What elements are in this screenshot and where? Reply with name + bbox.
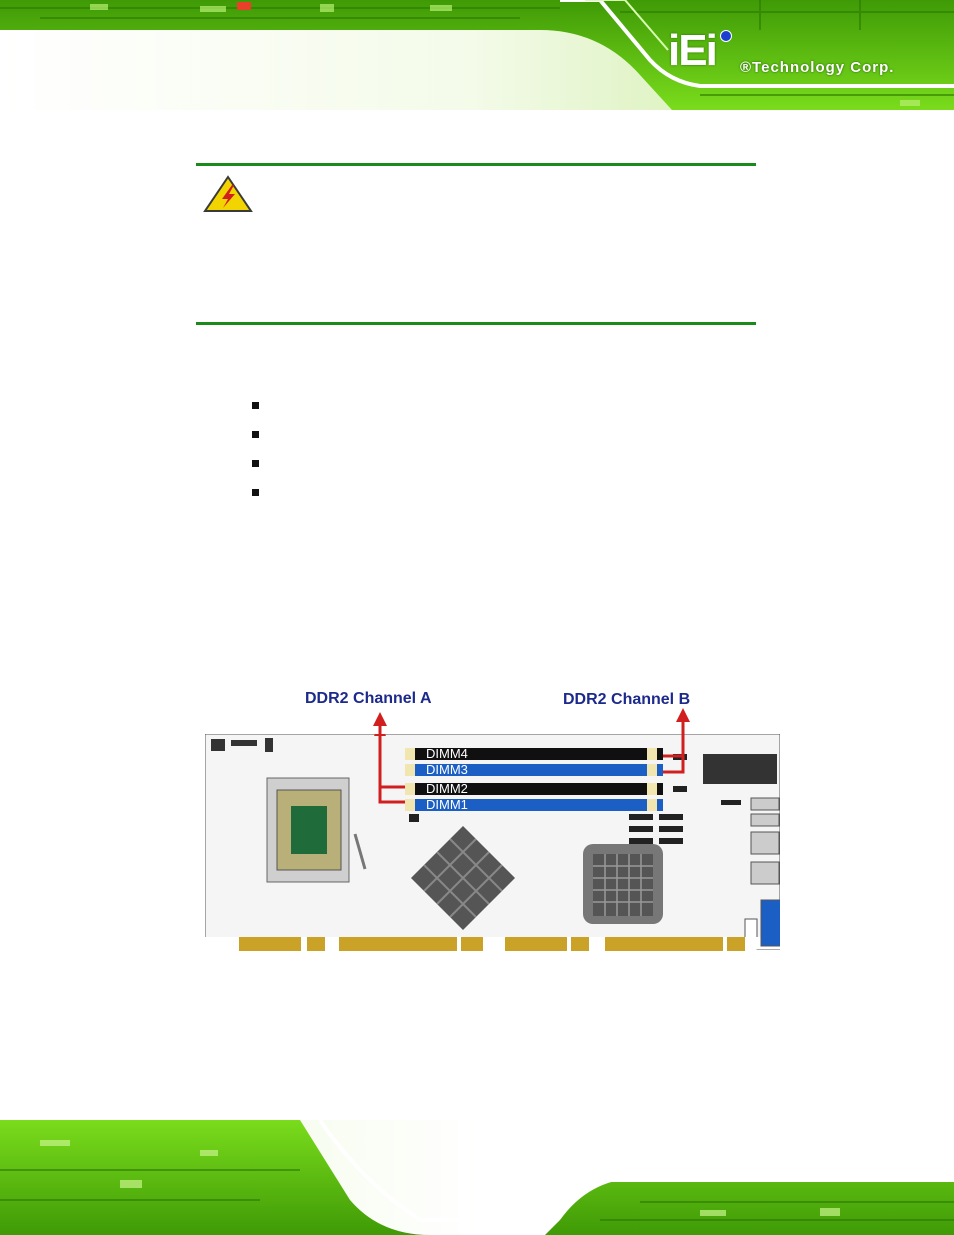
northbridge-heatsink bbox=[411, 826, 515, 930]
motherboard-diagram: DIMM4 DIMM3 DIMM2 DIMM1 bbox=[205, 734, 780, 951]
dimm3-slot bbox=[405, 764, 663, 776]
logo-text: ®Technology Corp. bbox=[740, 59, 895, 76]
square-bullet-icon bbox=[252, 402, 259, 409]
channel-arrows bbox=[378, 734, 685, 804]
company-logo: iEi ®Technology Corp. bbox=[668, 26, 928, 86]
channel-b-label: DDR2 Channel B bbox=[563, 691, 691, 708]
dimm-location-figure: DDR2 Channel A DDR2 Channel B bbox=[196, 680, 796, 965]
footer-banner bbox=[0, 1120, 954, 1235]
dimm-slots: DIMM4 DIMM3 DIMM2 DIMM1 bbox=[405, 746, 663, 812]
edge-connector bbox=[239, 937, 745, 951]
cpu-socket bbox=[266, 777, 367, 883]
square-bullet-icon bbox=[252, 489, 259, 496]
dimm2-label: DIMM2 bbox=[426, 781, 468, 796]
dimm4-label: DIMM4 bbox=[426, 746, 468, 761]
dimm1-slot bbox=[405, 799, 663, 811]
logo-dot bbox=[720, 30, 732, 42]
southbridge-heatsink bbox=[583, 844, 663, 924]
dimm4-slot bbox=[405, 748, 663, 760]
warning-top-rule bbox=[196, 163, 756, 166]
logo-mark: iEi bbox=[668, 26, 718, 75]
arrowhead-channel-b bbox=[676, 708, 690, 722]
pcb-footer-graphic bbox=[0, 1120, 954, 1235]
dimm2-slot bbox=[405, 783, 663, 795]
channel-a-label: DDR2 Channel A bbox=[305, 690, 432, 707]
dimm3-label: DIMM3 bbox=[426, 762, 468, 777]
io-ports bbox=[750, 797, 780, 947]
warning-bottom-rule bbox=[196, 322, 756, 325]
square-bullet-icon bbox=[252, 431, 259, 438]
header-banner: iEi ®Technology Corp. bbox=[0, 0, 954, 110]
square-bullet-icon bbox=[252, 460, 259, 467]
pcb-header-graphic bbox=[0, 0, 954, 110]
dimm1-label: DIMM1 bbox=[426, 797, 468, 812]
warning-triangle-icon bbox=[203, 175, 253, 212]
arrowheads bbox=[373, 708, 690, 740]
arrowhead-channel-a bbox=[373, 712, 387, 726]
